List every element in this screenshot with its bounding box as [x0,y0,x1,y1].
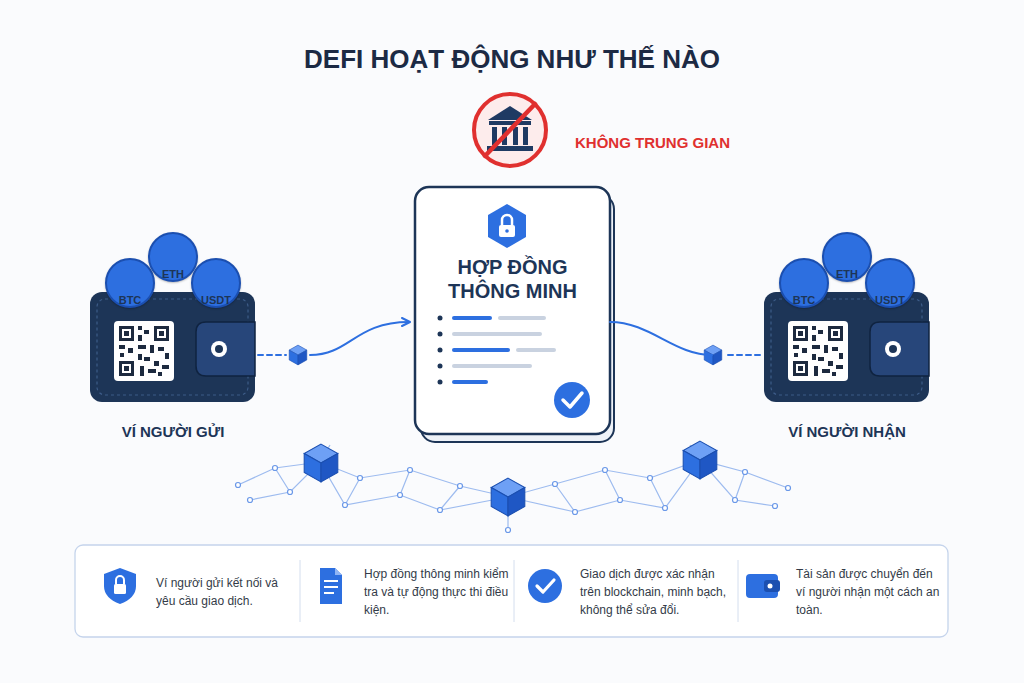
block-cube [683,441,717,479]
curved-arrow [310,322,409,355]
step-description: Hợp đồng thông minh kiểm tra và tự động … [364,556,509,628]
node-text: USDT [847,294,933,306]
node-text: BTC [761,294,847,306]
crypto-coin: BTC [105,258,155,308]
node-text: Ví người gửi kết nối và yêu cầu giao dịc… [156,574,296,610]
crypto-coin: ETH [822,232,872,282]
node-text: USDT [173,294,259,306]
no-bank-icon [474,94,546,166]
node-text: Giao dịch được xác nhận trên blockchain,… [580,565,734,619]
node-text: VÍ NGƯỜI NHẬN [742,423,952,440]
step-description: Tài sản được chuyển đến ví người nhận mộ… [796,556,941,628]
crypto-coin: ETH [148,232,198,282]
step-description: Giao dịch được xác nhận trên blockchain,… [580,556,734,628]
diagram-title: DEFI HOẠT ĐỘNG NHƯ THẾ NÀO [0,44,1024,75]
node-text: Hợp đồng thông minh kiểm tra và tự động … [364,565,509,619]
curved-line [610,322,712,355]
block-cube [289,345,307,365]
note-label: KHÔNG TRUNG GIAN [575,134,730,151]
smart-contract-box: HỢP ĐỒNG THÔNG MINH [415,187,610,434]
wallet-node: VÍ NGƯỜI GỬIBTCETHUSDT [88,228,258,440]
step-description: Ví người gửi kết nối và yêu cầu giao dịc… [156,556,296,628]
node-text: VÍ NGƯỜI GỬI [68,423,278,440]
node-text: BTC [87,294,173,306]
crypto-coin: BTC [779,258,829,308]
steps-panel [75,545,948,637]
contract-card [415,187,614,442]
dashed-segment [728,354,762,356]
wallet-node: VÍ NGƯỜI NHẬNBTCETHUSDT [762,228,932,440]
flow-connector [610,322,762,355]
dashed-segment [258,354,286,356]
block-cube [304,444,338,482]
receiver-wallet-icon [764,292,929,402]
crypto-coin: USDT [865,258,915,308]
node-text: Tài sản được chuyển đến ví người nhận mộ… [796,565,941,619]
crypto-coin: USDT [191,258,241,308]
sender-wallet-icon [90,292,255,402]
block-cube [491,478,525,516]
node-text: HỢP ĐỒNG THÔNG MINH [433,255,593,303]
flow-connector [258,322,409,355]
